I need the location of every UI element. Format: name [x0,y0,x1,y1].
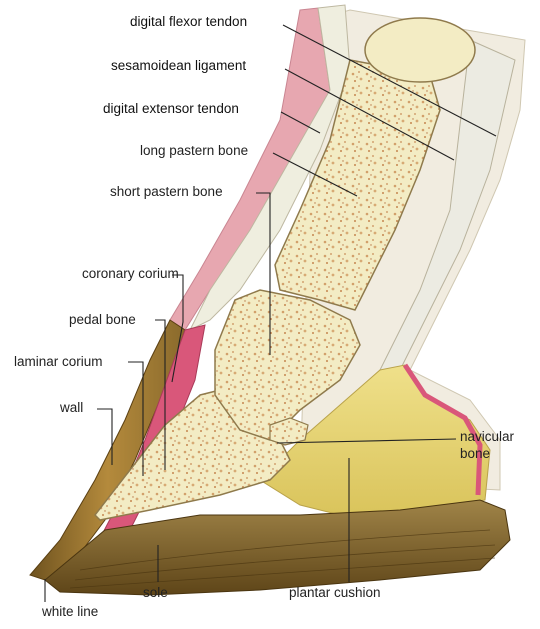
label-navicular: navicular [460,429,514,445]
label-laminar-corium: laminar corium [14,354,103,370]
label-white-line: white line [42,604,98,620]
label-wall: wall [60,400,83,416]
label-coronary-corium: coronary corium [82,266,179,282]
label-sesamoidean-ligament: sesamoidean ligament [111,58,246,74]
label-digital-extensor-tendon: digital extensor tendon [103,101,239,117]
label-digital-flexor-tendon: digital flexor tendon [130,14,247,30]
label-pedal-bone: pedal bone [69,312,136,328]
label-plantar-cushion: plantar cushion [289,585,381,601]
label-navicular-bone: bone [460,446,490,462]
long-pastern-joint-cap [365,18,475,82]
label-sole: sole [143,585,168,601]
label-short-pastern-bone: short pastern bone [110,184,223,200]
label-long-pastern-bone: long pastern bone [140,143,248,159]
